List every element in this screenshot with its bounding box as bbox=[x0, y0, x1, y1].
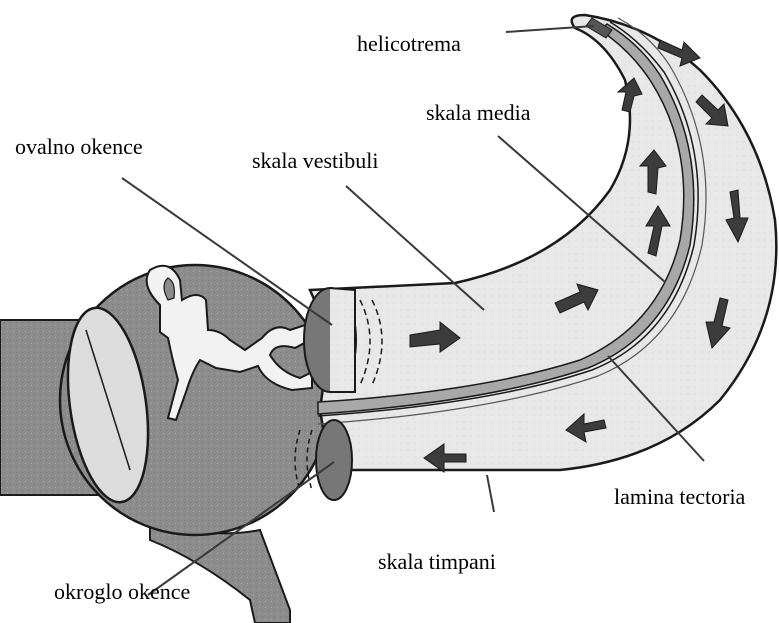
label-ovalno-okence: ovalno okence bbox=[15, 136, 143, 158]
bony-stalk bbox=[150, 520, 290, 623]
label-okroglo-okence: okroglo okence bbox=[54, 581, 190, 603]
label-skala-vestibuli: skala vestibuli bbox=[252, 150, 378, 172]
label-helicotrema: helicotrema bbox=[357, 33, 461, 55]
round-window bbox=[316, 420, 352, 500]
label-lamina-tectoria: lamina tectoria bbox=[614, 486, 745, 508]
label-skala-timpani: skala timpani bbox=[378, 551, 496, 573]
leader-skala-timpani bbox=[487, 475, 494, 512]
label-skala-media: skala media bbox=[426, 102, 530, 124]
